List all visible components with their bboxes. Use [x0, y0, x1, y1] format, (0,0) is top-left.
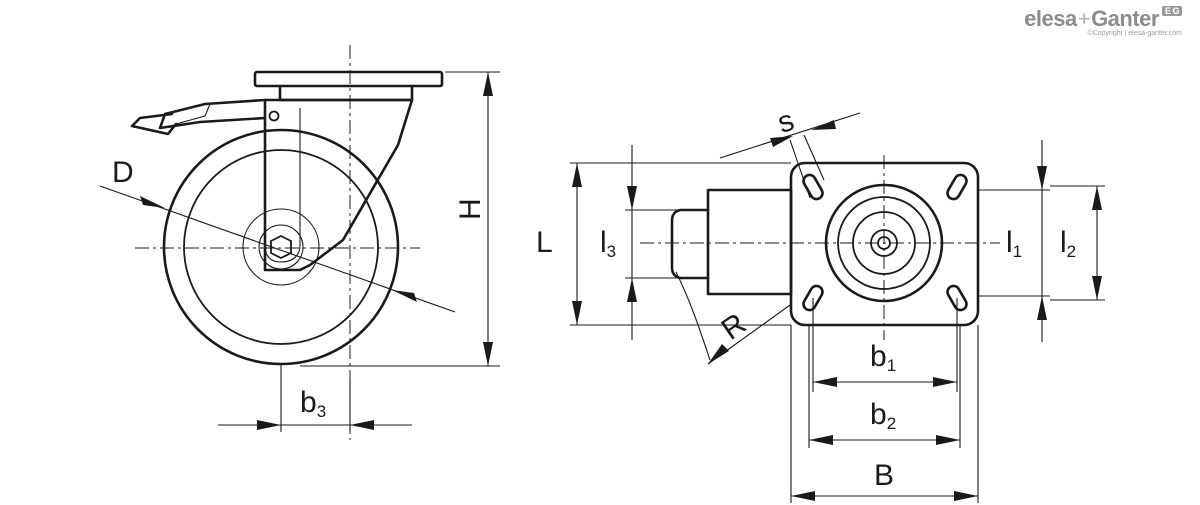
b1-arrow-left [813, 377, 837, 387]
l3-arrow-top [627, 186, 637, 210]
s-ext-b [803, 134, 825, 181]
d-arrow-right [392, 290, 417, 302]
d-arrow-left [140, 196, 165, 208]
swivel-ring [837, 196, 931, 290]
b3-arrow-right [350, 420, 374, 430]
s-ext-a [789, 139, 811, 199]
h-arrow-bottom [483, 342, 493, 366]
wheel-hub-outer [242, 208, 320, 286]
kingpin [877, 236, 891, 250]
slot-bottom-right [946, 284, 968, 312]
fork-leg [263, 98, 414, 272]
label-B: B [874, 459, 894, 492]
slot-top-right [946, 173, 968, 201]
b3-arrow-left [257, 420, 281, 430]
housing [278, 84, 414, 102]
label-b1: b1 [870, 340, 896, 375]
label-L: L [536, 226, 553, 259]
B-arrow-right [954, 491, 978, 501]
logo-copyright: ©Copyright | elesa-ganter.com [1087, 30, 1182, 37]
l3-arrow-bottom [627, 278, 637, 302]
label-l3: l3 [600, 226, 616, 261]
logo-eg-badge: E G [1161, 6, 1182, 16]
label-b3: b3 [300, 386, 326, 421]
wheel-outer [162, 128, 400, 366]
logo-ganter: Ganter [1091, 6, 1159, 31]
brake-housing [706, 188, 793, 296]
brake-pedal [130, 112, 178, 136]
label-H: H [454, 198, 487, 220]
h-arrow-top [483, 72, 493, 96]
l1-arrow-bottom [1037, 296, 1047, 320]
kingpin-outer [870, 229, 898, 257]
label-l2: l2 [1060, 226, 1076, 261]
l-arrow-bottom [572, 301, 582, 325]
label-D: D [112, 156, 134, 189]
side-view: D H b3 [99, 45, 500, 440]
axle-nut [270, 234, 292, 260]
label-R: R [716, 307, 753, 346]
label-b2: b2 [870, 398, 896, 433]
b1-arrow-right [933, 377, 957, 387]
top-view: R s L l3 l1 l2 [536, 104, 1105, 503]
brake-detail [175, 103, 211, 125]
b2-arrow-right [936, 435, 960, 445]
fork-inner-line [264, 108, 301, 263]
B-arrow-left [791, 491, 815, 501]
l1-arrow-top [1037, 166, 1047, 190]
logo-plus: + [1077, 6, 1091, 31]
l-arrow-top [572, 163, 582, 187]
swivel-inner [852, 211, 916, 275]
b2-arrow-left [809, 435, 833, 445]
r-arrow [708, 344, 729, 364]
l2-arrow-bottom [1092, 276, 1102, 300]
slot-top-left [802, 173, 824, 201]
label-l1: l1 [1006, 226, 1022, 261]
logo-elesa: elesa [1024, 6, 1077, 31]
wheel-tread-inner [183, 149, 379, 345]
s-dim-line [719, 112, 861, 159]
brake-knob [670, 208, 710, 280]
s-arrow-right [811, 120, 836, 130]
mounting-plate [253, 70, 444, 88]
l2-arrow-top [1092, 186, 1102, 210]
brake-lever [158, 98, 267, 130]
swivel-outer [824, 183, 944, 303]
r-arc [675, 271, 711, 361]
s-arrow-left [770, 136, 793, 147]
label-s: s [774, 104, 798, 140]
slot-bottom-left [802, 284, 824, 312]
fork-pin [268, 110, 280, 122]
